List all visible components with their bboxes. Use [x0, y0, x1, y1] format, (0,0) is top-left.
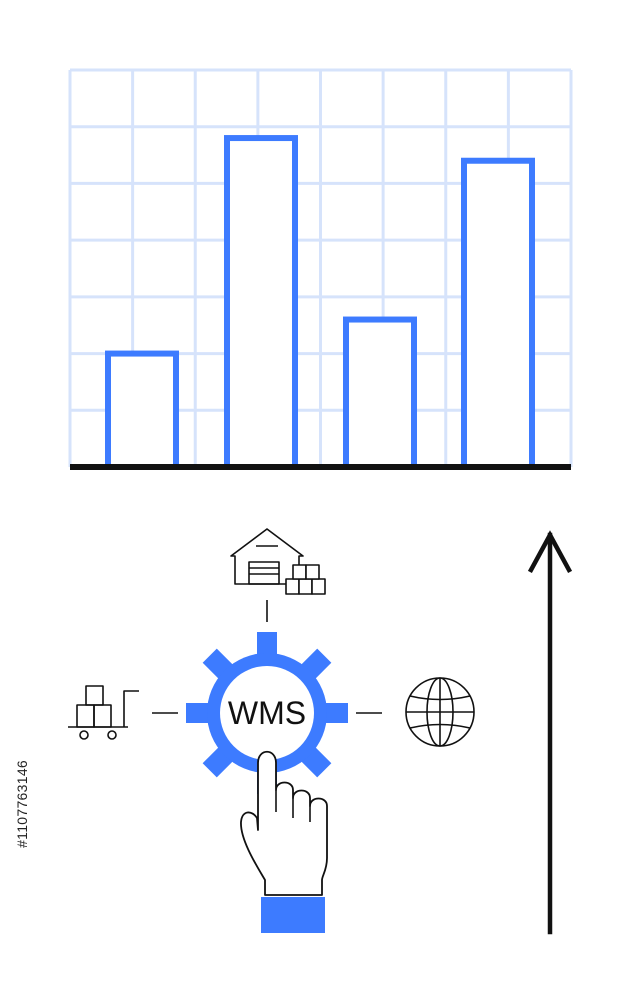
gear-icon: WMS: [186, 632, 348, 794]
hand-cuff: [261, 897, 325, 933]
chart-bar: [224, 135, 298, 471]
wms-label: WMS: [228, 695, 306, 731]
hand-outline: [240, 750, 328, 896]
chart-bar: [105, 350, 179, 471]
chart-bar: [461, 157, 535, 470]
up-arrow-icon: [527, 530, 573, 935]
chart-bars: [105, 135, 535, 471]
globe-icon: [405, 677, 475, 747]
cart-boxes-icon: [68, 685, 139, 740]
gear-center: [220, 666, 314, 760]
bar-chart: [68, 68, 573, 471]
connector-lines: [152, 600, 382, 714]
stock-id-watermark: #1107763146: [14, 760, 30, 848]
pointing-hand-icon: [240, 750, 328, 933]
warehouse-icon: [230, 528, 326, 595]
chart-bar: [343, 316, 417, 470]
